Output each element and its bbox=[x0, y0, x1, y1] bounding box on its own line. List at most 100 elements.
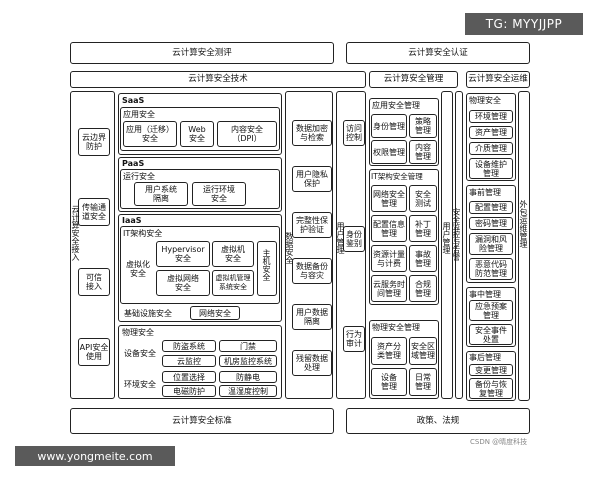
ops-pwd-box: 密码管理 bbox=[469, 217, 513, 230]
watermark-bottom-text: www.yongmeite.com bbox=[37, 449, 153, 463]
data-integrity-label: 完整性保 护验证 bbox=[296, 216, 328, 234]
it-incident-label: 事故 管理 bbox=[415, 249, 431, 268]
bottom-standard-label: 云计算安全标准 bbox=[172, 415, 232, 426]
iaas-vmm-label: 虚拟机管理 系统安全 bbox=[215, 274, 251, 291]
data-vertical-label: 数据安全 bbox=[285, 232, 294, 264]
ops-recovery-box: 备份与恢 复管理 bbox=[469, 378, 513, 399]
cctv-box: 云监控 bbox=[162, 355, 216, 367]
iaas-vnet-label: 虚拟网络 安全 bbox=[167, 274, 199, 292]
ops-change-label: 变更管理 bbox=[475, 365, 507, 375]
it-patch-box: 补丁 管理 bbox=[409, 215, 437, 242]
physical-title: 物理安全 bbox=[122, 328, 154, 337]
saas-web-label: Web 安全 bbox=[188, 125, 206, 143]
app-content-label: 内容 管理 bbox=[415, 143, 431, 161]
ops-recovery-label: 备份与恢 复管理 bbox=[475, 379, 507, 398]
ops-vuln-label: 漏洞和风 险管理 bbox=[475, 235, 507, 253]
ops-malware-box: 恶意代码 防范管理 bbox=[469, 258, 513, 280]
iaas-virt-text: 虚拟化 安全 bbox=[126, 260, 150, 278]
saas-content-label: 内容安全 （DPI） bbox=[231, 125, 263, 143]
iaas-vm-box: 虚拟机 安全 bbox=[212, 241, 254, 267]
boundary-label: 云边界 防护 bbox=[82, 133, 106, 151]
api-box: API安全 使用 bbox=[78, 338, 110, 366]
user-audit-box: 行为 审计 bbox=[343, 326, 365, 352]
saas-web-box: Web 安全 bbox=[180, 121, 214, 147]
emp-box: 电磁防护 bbox=[162, 385, 216, 397]
trusted-box: 可信 接入 bbox=[78, 268, 110, 296]
paas-env-label: 运行环境 安全 bbox=[203, 185, 235, 203]
iaas-title: IaaS bbox=[122, 216, 142, 225]
iaas-host-box bbox=[257, 241, 277, 296]
physical-device-label: 设备安全 bbox=[124, 349, 156, 358]
paas-isolation-box: 用户系统 隔离 bbox=[134, 182, 188, 206]
antitheft-label: 防盗系统 bbox=[173, 341, 205, 351]
iaas-vnet-box: 虚拟网络 安全 bbox=[156, 270, 210, 296]
data-privacy-label: 用户隐私 保护 bbox=[296, 170, 328, 188]
mgmt-user-column bbox=[441, 91, 453, 399]
app-perm-label: 权限管理 bbox=[373, 147, 405, 157]
user-audit-label: 行为 审计 bbox=[346, 330, 362, 348]
app-policy-box: 策略 管理 bbox=[409, 114, 437, 138]
data-integrity-box: 完整性保 护验证 bbox=[292, 212, 332, 238]
iaas-virt-label: 虚拟化 安全 bbox=[122, 255, 154, 283]
it-compliance-box: 合规 管理 bbox=[409, 275, 437, 302]
phys-asset-box: 资产分 类管理 bbox=[371, 337, 407, 365]
physical-env-label: 环境安全 bbox=[124, 380, 156, 389]
saas-title: SaaS bbox=[122, 96, 145, 105]
it-test-label: 安全 测试 bbox=[415, 189, 431, 208]
watermark-top: TG: MYYJJPP bbox=[465, 13, 583, 35]
trusted-label: 可信 接入 bbox=[86, 273, 102, 291]
data-backup-box: 数据备份 与容灾 bbox=[292, 258, 332, 284]
app-content-box: 内容 管理 bbox=[409, 140, 437, 164]
phys-device-box: 设备 管理 bbox=[371, 368, 407, 396]
ops-outsource-column bbox=[518, 91, 530, 401]
boundary-box: 云边界 防护 bbox=[78, 128, 110, 156]
ops-event-box: 安全事件 处置 bbox=[469, 324, 513, 345]
it-config-label: 配置信息 管理 bbox=[373, 219, 405, 238]
mgmt-header-label: 云计算安全管理 bbox=[383, 74, 444, 84]
room-label: 机房监控系统 bbox=[224, 356, 272, 366]
cctv-label: 云监控 bbox=[177, 356, 201, 366]
iaas-hypervisor-box: Hypervisor 安全 bbox=[156, 241, 210, 267]
ops-mid-title: 事中管理 bbox=[469, 290, 501, 299]
ops-maint-label: 设备维护 管理 bbox=[475, 159, 507, 178]
temp-label: 温湿度控制 bbox=[228, 386, 268, 396]
transport-label: 传输通 道安全 bbox=[82, 203, 106, 221]
app-identity-box: 身份管理 bbox=[371, 114, 407, 138]
emp-label: 电磁防护 bbox=[173, 386, 205, 396]
ops-env-box: 环境管理 bbox=[469, 110, 513, 123]
watermark-bottom: www.yongmeite.com bbox=[15, 446, 175, 466]
phys-asset-label: 资产分 类管理 bbox=[377, 342, 401, 360]
user-access-box: 访问 控制 bbox=[343, 120, 365, 146]
ops-malware-label: 恶意代码 防范管理 bbox=[475, 260, 507, 278]
app-perm-box: 权限管理 bbox=[371, 140, 407, 164]
iaas-it-title: IT架构安全 bbox=[123, 229, 163, 238]
ops-vuln-box: 漏洞和风 险管理 bbox=[469, 233, 513, 255]
mgmt-user-vertical-label: 用户管理 bbox=[442, 222, 451, 254]
phys-device-label: 设备 管理 bbox=[381, 373, 397, 391]
ops-env-label: 环境管理 bbox=[475, 112, 507, 121]
mgmt-header: 云计算安全管理 bbox=[369, 71, 458, 88]
ops-pwd-label: 密码管理 bbox=[475, 219, 507, 228]
ops-event-label: 安全事件 处置 bbox=[475, 325, 507, 344]
top-eval-box: 云计算安全测评 bbox=[70, 42, 334, 64]
data-encrypt-box: 数据加密 与检索 bbox=[292, 120, 332, 146]
it-compliance-label: 合规 管理 bbox=[415, 279, 431, 298]
ops-post-title: 事后管理 bbox=[469, 353, 501, 362]
transport-box: 传输通 道安全 bbox=[78, 198, 110, 226]
user-auth-label: 身份 鉴别 bbox=[346, 230, 362, 248]
ops-media-label: 介质管理 bbox=[475, 144, 507, 153]
it-billing-box: 资源计量 与计费 bbox=[371, 245, 407, 272]
ops-plan-box: 应急预案 管理 bbox=[469, 300, 513, 321]
bottom-policy-box: 政策、法规 bbox=[346, 408, 530, 434]
data-residual-box: 残留数据 处理 bbox=[292, 350, 332, 376]
door-label: 门禁 bbox=[240, 341, 256, 351]
it-billing-label: 资源计量 与计费 bbox=[373, 249, 405, 268]
it-incident-box: 事故 管理 bbox=[409, 245, 437, 272]
ops-config-label: 配置管理 bbox=[475, 203, 507, 212]
it-netsec-label: 网络安全 管理 bbox=[373, 189, 405, 208]
ops-pre-title: 事前管理 bbox=[469, 188, 501, 197]
iaas-netsec-box: 网络安全 bbox=[190, 306, 240, 320]
data-privacy-box: 用户隐私 保护 bbox=[292, 166, 332, 192]
phys-mgmt-title: 物理安全管理 bbox=[372, 323, 420, 332]
data-backup-label: 数据备份 与容灾 bbox=[296, 262, 328, 280]
